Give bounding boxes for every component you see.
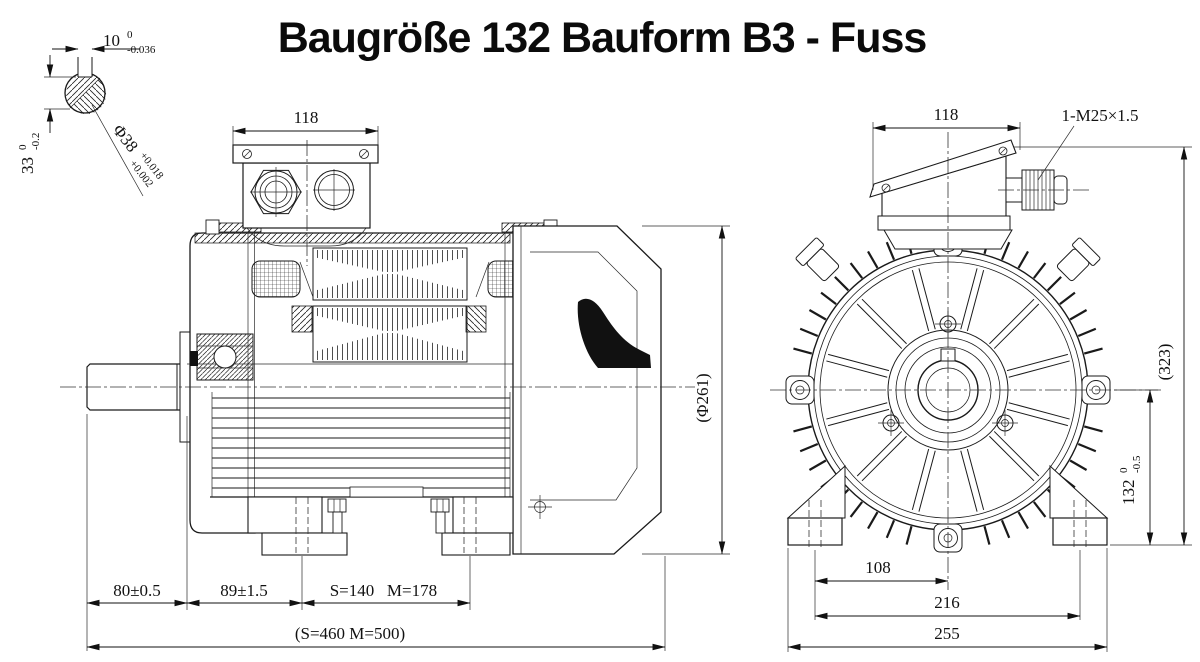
- dim-foot-spacing-m: M=178: [387, 581, 437, 600]
- dim-foot-width: 255: [934, 624, 960, 643]
- foot-bolt: [327, 498, 347, 513]
- terminal-box-lid: [232, 144, 379, 164]
- shaft-seal: [190, 351, 198, 366]
- lid-screw-icon: [359, 149, 369, 159]
- svg-text:-0.2: -0.2: [30, 133, 42, 150]
- shaft-hatch-left: [66, 74, 100, 108]
- svg-text:0: 0: [17, 144, 29, 150]
- dim-shaft-diameter-group: Φ38 +0.018 +0.002: [109, 121, 166, 190]
- dim-overall-length: (S=460 M=500): [295, 624, 405, 643]
- dim-shaft-extension: 80±0.5: [113, 581, 161, 600]
- lid-screw-icon: [998, 146, 1008, 156]
- diameter-leader-line: [91, 104, 144, 197]
- dim-shaft-height-group: 33 0 -0.2: [17, 133, 42, 174]
- dim-keyway-width-tol-upper: 0: [127, 29, 133, 41]
- fan-cover-spoke: [826, 353, 890, 378]
- fan-cover-spoke: [911, 448, 936, 512]
- fan-cover-screw: [878, 410, 904, 436]
- corner-lug: [795, 237, 840, 282]
- dim-overall-height: (323): [1155, 344, 1174, 381]
- foot-front: [247, 496, 323, 534]
- foot-left: [787, 517, 843, 546]
- fan-cover-spoke: [826, 402, 890, 427]
- fan-cover-spoke: [1006, 402, 1070, 427]
- dim-center-height-group: 132 0 -0.5: [1118, 455, 1143, 505]
- shaft-hatch-right: [70, 78, 107, 115]
- cooling-ribs: [212, 397, 510, 489]
- tie-bolt-left: [205, 219, 220, 235]
- dim-box-width-end: 118: [934, 105, 959, 124]
- lid-screw-icon: [881, 183, 891, 193]
- svg-text:-0.5: -0.5: [1131, 455, 1143, 473]
- gland-leader-line: [1037, 125, 1075, 181]
- label-cable-gland: 1-M25×1.5: [1061, 106, 1138, 125]
- fan-cover-spoke: [989, 431, 1040, 482]
- fan-blade: [577, 298, 651, 368]
- rotor-core-upper: [312, 247, 468, 301]
- fan-cover-spoke: [989, 298, 1040, 349]
- foot-right: [1052, 517, 1108, 546]
- fan-cover-spoke: [960, 448, 985, 512]
- fan-cover-spoke: [911, 268, 936, 332]
- foot-gusset-right: [1049, 464, 1109, 519]
- dim-keyway-width-tol-lower: -0.036: [127, 44, 156, 56]
- end-view: 118 1-M25×1.5 (323) 132 0 -0.5 108 216 2…: [770, 105, 1192, 652]
- dim-box-width-side: 118: [294, 108, 319, 127]
- corner-lug: [1056, 237, 1101, 282]
- dim-shaft-diameter: Φ38: [109, 121, 142, 156]
- dim-foot-spacing-s: S=140: [330, 581, 375, 600]
- dim-foot-hole-spacing: 216: [934, 593, 960, 612]
- side-view: 118 (Φ261) 80±0.5 89±1.5 S=140 M=178 (S=…: [60, 108, 730, 651]
- dim-shaft-height: 33: [18, 157, 37, 174]
- fan-cover-spokes: [826, 268, 1070, 512]
- fan-cover-screw: [992, 410, 1018, 436]
- fan-cover-spoke: [960, 268, 985, 332]
- rotor-core-lower: [312, 305, 468, 363]
- fan-cover-spoke: [856, 431, 907, 482]
- end-winding-left: [251, 260, 301, 298]
- box-flange: [877, 215, 1011, 231]
- fan-cover: [512, 225, 662, 555]
- cable-gland: [998, 169, 1090, 211]
- dim-foot-hole-to-center: 108: [865, 558, 891, 577]
- dim-bearing-to-foot: 89±1.5: [220, 581, 268, 600]
- svg-text:0: 0: [1118, 467, 1130, 473]
- dim-center-height: 132: [1119, 480, 1138, 506]
- fan-cover-spoke: [1006, 353, 1070, 378]
- fan-cover-spoke: [856, 298, 907, 349]
- frame-section-band: [194, 232, 511, 244]
- shaft-section-detail: 10 0 -0.036 33 0 -0.2 Φ38 +0.018 +0.002: [17, 29, 166, 197]
- page-title: Baugröße 132 Bauform B3 - Fuss: [278, 14, 927, 62]
- foot-gusset-left: [786, 464, 846, 519]
- dim-keyway-width: 10: [103, 31, 120, 50]
- lid-screw-icon: [242, 149, 252, 159]
- foot-rear: [452, 496, 514, 534]
- dim-fan-cover-diameter: (Φ261): [693, 373, 712, 422]
- foot-bolt: [430, 498, 450, 513]
- drain-hole-mark: [528, 495, 552, 519]
